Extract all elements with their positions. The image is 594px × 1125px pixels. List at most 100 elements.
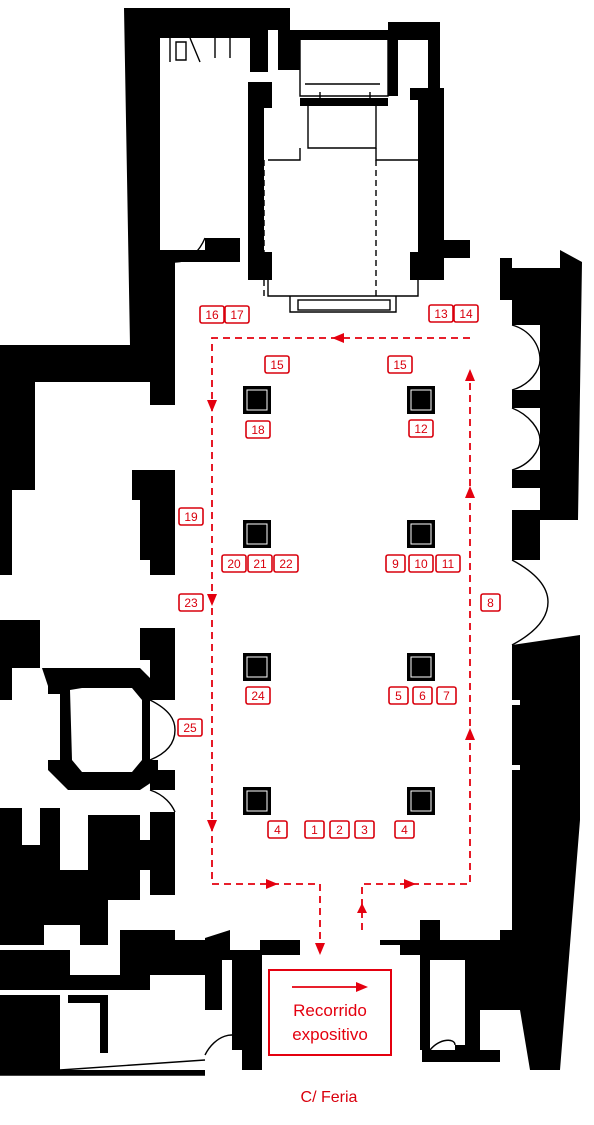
north-right-wall [430, 240, 582, 520]
exhibit-marker[interactable]: 9 [385, 554, 406, 573]
exhibit-marker[interactable]: 13 [428, 304, 454, 323]
exhibit-marker[interactable]: 20 [221, 554, 247, 573]
column [407, 386, 435, 414]
svg-text:12: 12 [414, 422, 428, 436]
annex-walls [278, 22, 440, 96]
column [407, 787, 435, 815]
exhibit-marker[interactable]: 11 [435, 554, 461, 573]
chapel-walls-right [410, 88, 444, 280]
exhibit-marker[interactable]: 14 [453, 304, 479, 323]
exhibit-marker[interactable]: 1 [304, 820, 325, 839]
tower-window [148, 130, 160, 220]
svg-text:21: 21 [253, 557, 267, 571]
exhibit-marker[interactable]: 16 [199, 305, 225, 324]
column [243, 653, 271, 681]
svg-text:25: 25 [183, 721, 197, 735]
route-top [211, 337, 470, 948]
svg-text:9: 9 [392, 557, 399, 571]
south-east-vestibule [380, 920, 500, 1060]
exhibit-marker[interactable]: 15 [387, 355, 413, 374]
arrow-up-right-1 [465, 728, 475, 740]
arrow-up-right-3 [465, 369, 475, 381]
svg-text:17: 17 [230, 308, 244, 322]
north-tower-walls [124, 8, 290, 345]
exhibit-marker[interactable]: 4 [394, 820, 415, 839]
svg-text:18: 18 [251, 423, 265, 437]
exhibit-marker[interactable]: 21 [247, 554, 273, 573]
svg-text:3: 3 [361, 823, 368, 837]
arrow-down-left-1 [207, 400, 217, 412]
svg-text:15: 15 [393, 358, 407, 372]
west-wall [0, 345, 175, 575]
route-entry-up [361, 372, 471, 930]
legend-line-1: Recorrido [293, 1001, 367, 1020]
exhibit-marker[interactable]: 4 [267, 820, 288, 839]
exhibit-marker[interactable]: 19 [178, 507, 204, 526]
exhibit-marker[interactable]: 6 [412, 686, 433, 705]
exhibit-marker[interactable]: 25 [177, 718, 203, 737]
legend-box [268, 969, 392, 1056]
west-pier-lower2 [140, 812, 175, 895]
column [243, 386, 271, 414]
arrow-right-bottom-right [404, 879, 416, 889]
column [243, 520, 271, 548]
arrow-down-left-3 [207, 820, 217, 832]
west-pier-lower [150, 770, 175, 790]
svg-text:4: 4 [274, 823, 281, 837]
svg-text:22: 22 [279, 557, 293, 571]
southwest-lower [0, 930, 205, 990]
svg-text:15: 15 [270, 358, 284, 372]
svg-text:16: 16 [205, 308, 219, 322]
chapel-walls [248, 82, 272, 280]
exhibit-marker[interactable]: 2 [329, 820, 350, 839]
svg-text:4: 4 [401, 823, 408, 837]
exhibit-marker[interactable]: 10 [408, 554, 434, 573]
exhibit-marker[interactable]: 8 [480, 593, 501, 612]
exhibit-marker[interactable]: 23 [178, 593, 204, 612]
arrow-up-right-2 [465, 486, 475, 498]
se-base [422, 1050, 500, 1062]
exhibit-marker[interactable]: 7 [436, 686, 457, 705]
arrow-left-top [332, 333, 344, 343]
exhibit-marker[interactable]: 3 [354, 820, 375, 839]
south-west-vestibule [205, 930, 300, 1070]
building-walls [0, 8, 582, 1075]
svg-text:24: 24 [251, 689, 265, 703]
exhibition-route [207, 333, 475, 955]
exhibit-marker[interactable]: 22 [273, 554, 299, 573]
svg-text:7: 7 [443, 689, 450, 703]
exhibit-marker[interactable]: 12 [408, 419, 434, 438]
sw-room-wall [68, 995, 108, 1003]
east-window [512, 705, 520, 765]
svg-text:10: 10 [414, 557, 428, 571]
west-pier-19 [132, 470, 175, 575]
exhibit-marker[interactable]: 24 [245, 686, 271, 705]
arrow-up-entry [357, 903, 367, 913]
octagon-room-walls [42, 668, 158, 790]
arrow-down-left-2 [207, 594, 217, 606]
svg-text:19: 19 [184, 510, 198, 524]
plan-details [0, 37, 549, 1076]
column [243, 787, 271, 815]
street-label: C/ Feria [301, 1089, 358, 1106]
svg-text:20: 20 [227, 557, 241, 571]
svg-text:5: 5 [395, 689, 402, 703]
svg-text:14: 14 [459, 307, 473, 321]
arrow-right-bottom-left [266, 879, 278, 889]
exhibit-marker[interactable]: 5 [388, 686, 409, 705]
arrow-down-exit [315, 943, 325, 955]
west-pier-mid [140, 628, 175, 700]
east-wall-lower-2 [500, 635, 580, 1070]
exhibit-marker[interactable]: 17 [224, 305, 250, 324]
svg-text:6: 6 [419, 689, 426, 703]
legend-arrow-head [356, 982, 368, 992]
svg-text:13: 13 [434, 307, 448, 321]
southwest-rooms [0, 808, 140, 945]
exhibit-marker[interactable]: 15 [264, 355, 290, 374]
south-facade-left [0, 995, 205, 1075]
exhibit-marker[interactable]: 18 [245, 420, 271, 439]
exhibit-markers: 1 2 3 4 4 5 6 7 8 9 10 11 12 13 14 15 15… [177, 304, 501, 839]
route-legend: Recorrido expositivo [268, 969, 392, 1056]
east-wall-lower [512, 510, 540, 560]
